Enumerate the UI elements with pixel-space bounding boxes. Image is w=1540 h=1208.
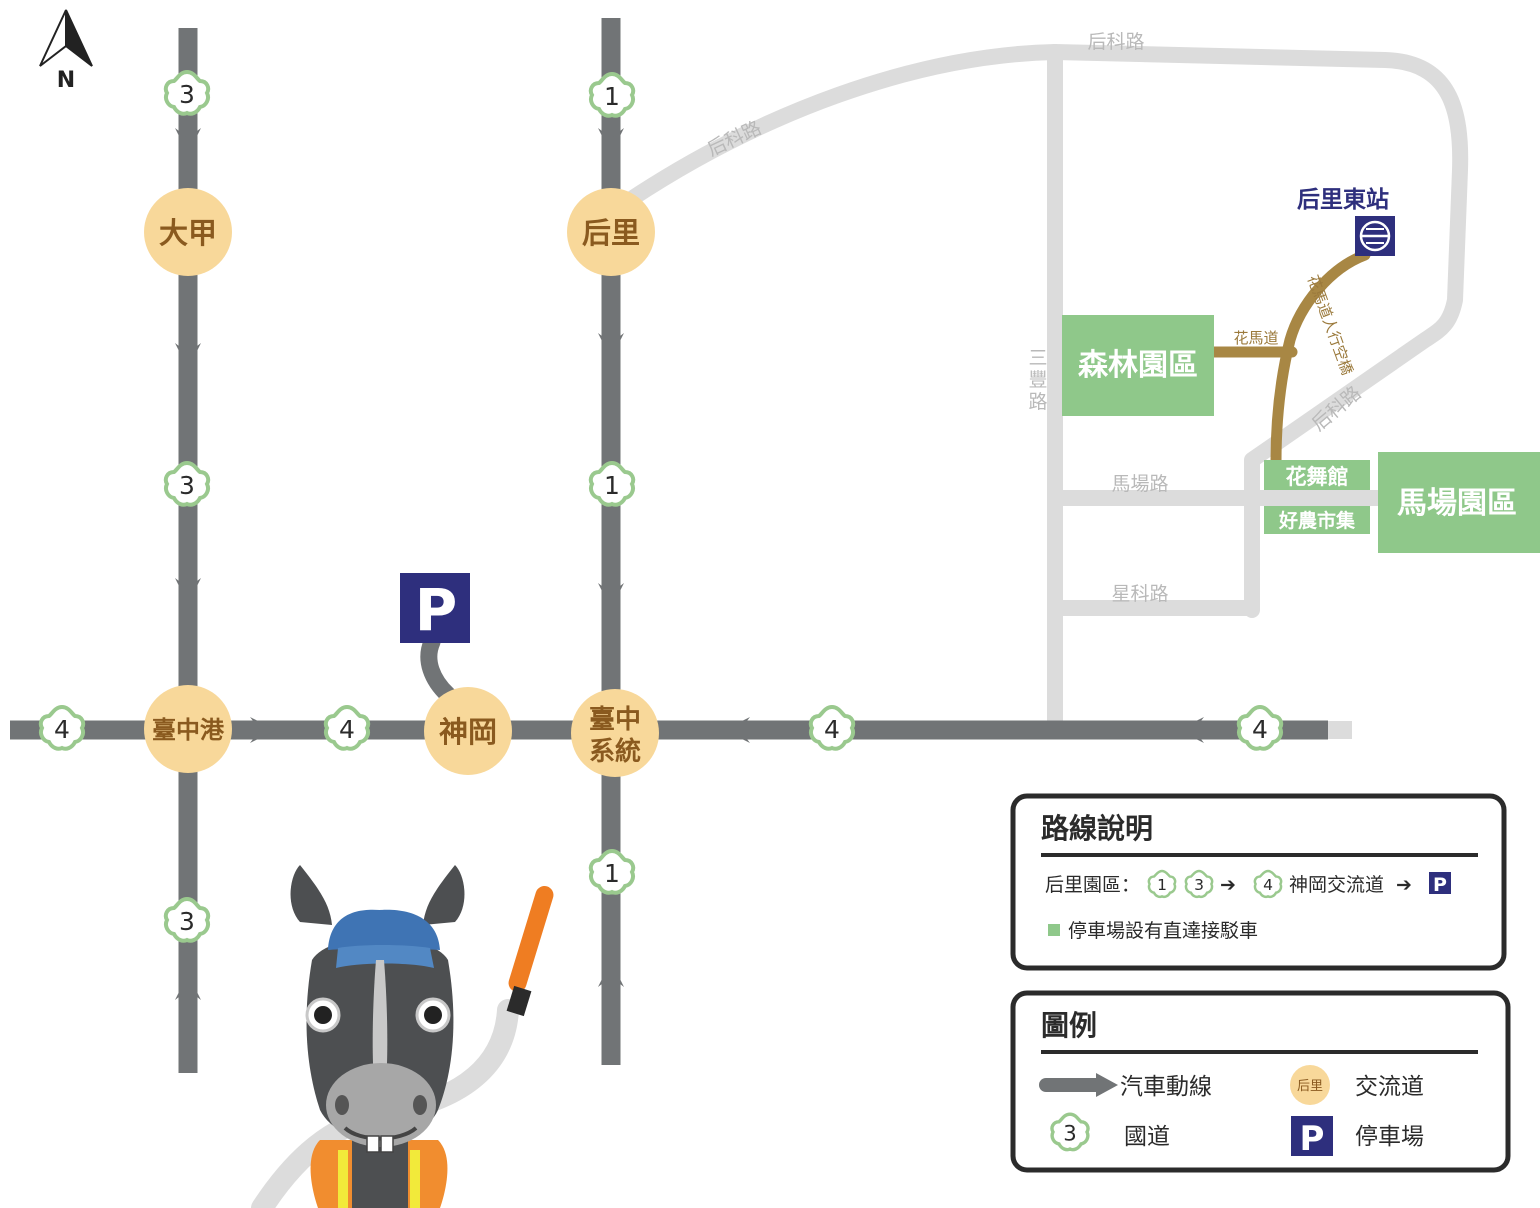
forest-zone[interactable]: 森林園區 <box>1062 315 1214 416</box>
parking-access-route <box>420 633 457 704</box>
svg-text:后里: 后里 <box>1297 1079 1323 1094</box>
interchange-houli: 后里 <box>567 188 655 276</box>
highway-shields: 3 3 3 1 1 1 4 4 4 4 <box>38 70 1284 943</box>
farmers-market[interactable]: 好農市集 <box>1264 506 1370 534</box>
interchange-icon <box>1290 1065 1330 1105</box>
svg-text:4: 4 <box>824 715 840 744</box>
interchange-taichung-system: 臺中 系統 <box>571 689 659 777</box>
sanfeng-road-label: 路 <box>1028 391 1047 413</box>
svg-text:4: 4 <box>1263 876 1273 894</box>
forest-zone-label: 森林園區 <box>1078 348 1198 383</box>
highway-4-shield-icon: 4 <box>808 705 856 751</box>
parking-icon <box>1291 1116 1333 1156</box>
svg-text:系統: 系統 <box>589 736 641 767</box>
svg-text:3: 3 <box>179 80 195 109</box>
skywalk-label: 花馬道人行空橋 <box>1304 273 1357 378</box>
svg-text:大甲: 大甲 <box>159 216 217 250</box>
svg-text:3: 3 <box>179 907 195 936</box>
svg-text:1: 1 <box>604 859 620 888</box>
machang-road-label: 馬場路 <box>1111 473 1168 495</box>
skywalk-path <box>1270 249 1371 468</box>
sanfeng-road-label: 豐 <box>1028 369 1047 391</box>
houke-road-label: 后科路 <box>1087 31 1144 53</box>
highway-1-shield-icon: 1 <box>588 461 636 507</box>
interchange-shengang: 神岡 <box>424 687 512 775</box>
dance-hall[interactable]: 花舞館 <box>1264 460 1370 490</box>
svg-text:神岡: 神岡 <box>439 715 497 749</box>
svg-text:4: 4 <box>339 715 355 744</box>
horse-zone-label: 馬場園區 <box>1397 486 1517 521</box>
route-panel: 路線說明 后里園區： 1 3 ➔ 4 神岡交流道 ➔ P 停車場設有直達接駁車 <box>1010 793 1507 971</box>
interchanges: 大甲 后里 臺中港 神岡 臺中 系統 <box>144 188 659 777</box>
svg-text:3: 3 <box>1063 1122 1077 1147</box>
north-arrow-icon: N <box>39 9 93 93</box>
highway-4-shield-icon: 4 <box>1236 705 1284 751</box>
highway-shield-icon: 3 <box>1050 1112 1090 1152</box>
parking-sign[interactable]: P <box>400 573 470 644</box>
north-label: N <box>57 68 75 93</box>
xingke-road-label: 星科路 <box>1111 583 1168 605</box>
parking-icon <box>1429 872 1451 894</box>
horse-zone[interactable]: 馬場園區 <box>1378 452 1540 553</box>
svg-text:1: 1 <box>604 471 620 500</box>
svg-text:3: 3 <box>179 471 195 500</box>
svg-text:1: 1 <box>604 82 620 111</box>
cap-icon <box>328 909 440 950</box>
arrow-right-icon: ➔ <box>1396 874 1412 896</box>
parking-sign-label: P <box>415 576 458 644</box>
shuttle-bullet-icon <box>1048 924 1060 936</box>
route-panel-title: 路線說明 <box>1041 812 1153 845</box>
station-name: 后里東站 <box>1297 187 1389 213</box>
arrow-right-icon: ➔ <box>1220 874 1236 896</box>
route-prefix: 后里園區： <box>1045 874 1140 896</box>
houli-east-station[interactable]: 后里東站 <box>1297 187 1395 256</box>
highway-3-shield-icon: 3 <box>163 461 211 507</box>
interchange-dajia: 大甲 <box>144 188 232 276</box>
highway-4-shield-icon: 4 <box>323 705 371 751</box>
legend-title: 圖例 <box>1041 1009 1097 1042</box>
svg-text:3: 3 <box>1194 876 1204 894</box>
svg-text:臺中港: 臺中港 <box>152 716 225 744</box>
svg-text:1: 1 <box>1157 876 1167 894</box>
legend-interchange: 交流道 <box>1355 1074 1424 1100</box>
highway-4-shield-icon: 4 <box>38 705 86 751</box>
highway-3-shield-icon: 3 <box>163 897 211 943</box>
legend-highway: 國道 <box>1124 1124 1170 1150</box>
huama-road-label: 花馬道 <box>1233 329 1278 347</box>
highway-3-shield-icon: 3 <box>1184 869 1214 899</box>
svg-text:臺中: 臺中 <box>589 705 641 735</box>
legend-car-route: 汽車動線 <box>1120 1074 1212 1100</box>
svg-text:P: P <box>1433 874 1447 896</box>
interchange-taichung-port: 臺中港 <box>144 685 232 773</box>
houke-road-label: 后科路 <box>704 117 765 161</box>
highway-1-shield-icon: 1 <box>588 72 636 118</box>
horse-mascot-icon <box>251 865 554 1208</box>
svg-text:4: 4 <box>54 715 70 744</box>
svg-text:4: 4 <box>1252 715 1268 744</box>
legend-panel: 圖例 汽車動線 后里 交流道 3 國道 P 停車場 <box>1010 990 1511 1173</box>
sanfeng-road-label: 三 <box>1028 347 1047 369</box>
highway-1-shield-icon: 1 <box>588 849 636 895</box>
highway-4-shield-icon: 4 <box>1253 869 1283 899</box>
traffic-wand-icon <box>508 886 554 992</box>
houke-road-line <box>604 44 1469 618</box>
highway-3-shield-icon: 3 <box>163 70 211 116</box>
svg-text:P: P <box>1300 1119 1325 1159</box>
highway-1-shield-icon: 1 <box>1147 869 1177 899</box>
walking-paths <box>1206 249 1371 468</box>
svg-text:后里: 后里 <box>582 216 640 250</box>
shuttle-note: 停車場設有直達接駁車 <box>1068 920 1258 942</box>
route-suffix: 神岡交流道 <box>1289 874 1384 896</box>
legend-parking: 停車場 <box>1355 1124 1424 1150</box>
farmers-market-label: 好農市集 <box>1278 509 1356 532</box>
dance-hall-label: 花舞館 <box>1286 465 1349 489</box>
